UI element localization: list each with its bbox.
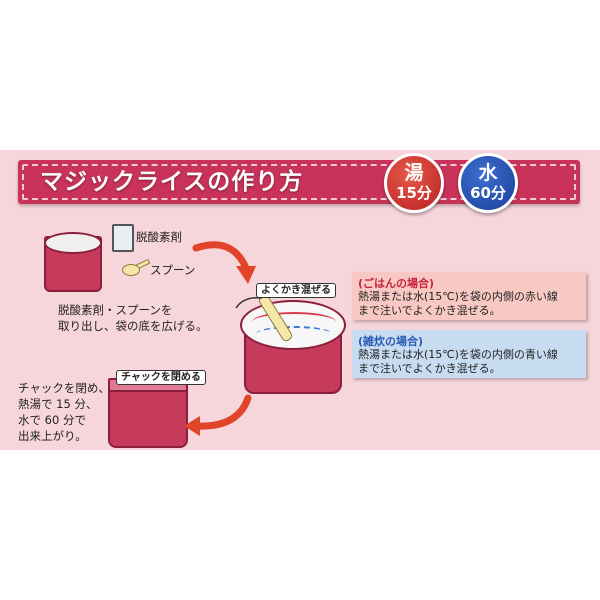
- porridge-instructions-box: (雑炊の場合) 熱湯または水(15℃)を袋の内側の青い線 まで注いでよくかき混ぜ…: [352, 330, 586, 378]
- hot-water-badge: 湯 15分: [384, 153, 444, 213]
- spoon-label: スプーン: [150, 263, 196, 277]
- rice-instructions-box: (ごはんの場合) 熱湯または水(15℃)を袋の内側の赤い線 まで注いでよくかき混…: [352, 272, 586, 320]
- cold-water-time: 60分: [470, 184, 506, 202]
- spoon-icon: [122, 264, 140, 276]
- porridge-line1: 熱湯または水(15℃)を袋の内側の青い線: [358, 348, 558, 361]
- cold-water-badge: 水 60分: [458, 153, 518, 213]
- hot-water-time: 15分: [396, 184, 432, 202]
- step3-instruction-line2: 熱湯で 15 分、: [18, 397, 98, 411]
- closed-bag-illustration: [108, 384, 188, 448]
- rice-line2: まで注いでよくかき混ぜる。: [358, 304, 501, 317]
- step3-instruction-line3: 水で 60 分で: [18, 413, 86, 427]
- step3-instruction-line1: チャックを閉め、: [18, 381, 110, 395]
- porridge-line2: まで注いでよくかき混ぜる。: [358, 362, 501, 375]
- open-bag-mouth: [44, 232, 102, 254]
- oxygen-absorber-label: 脱酸素剤: [136, 230, 182, 244]
- step1-instruction-line1: 脱酸素剤・スプーンを: [58, 303, 173, 317]
- page-title: マジックライスの作り方: [40, 169, 304, 195]
- rice-line1: 熱湯または水(15℃)を袋の内側の赤い線: [358, 290, 558, 303]
- oxygen-absorber-icon: [112, 224, 134, 252]
- porridge-body: 熱湯または水(15℃)を袋の内側の青い線 まで注いでよくかき混ぜる。: [358, 348, 558, 376]
- blue-fill-line: [256, 326, 332, 342]
- rice-heading: (ごはんの場合): [358, 277, 435, 290]
- step1-instruction-line2: 取り出し、袋の底を広げる。: [58, 319, 208, 333]
- rice-body: 熱湯または水(15℃)を袋の内側の赤い線 まで注いでよくかき混ぜる。: [358, 290, 558, 318]
- red-fill-line: [252, 312, 336, 332]
- step3-instruction-line4: 出来上がり。: [18, 429, 87, 443]
- cold-water-kanji: 水: [478, 162, 498, 184]
- close-zipper-tag: チャックを閉める: [116, 370, 206, 385]
- porridge-heading: (雑炊の場合): [358, 335, 424, 348]
- hot-water-kanji: 湯: [404, 162, 424, 184]
- stir-tag: よくかき混ぜる: [256, 283, 336, 298]
